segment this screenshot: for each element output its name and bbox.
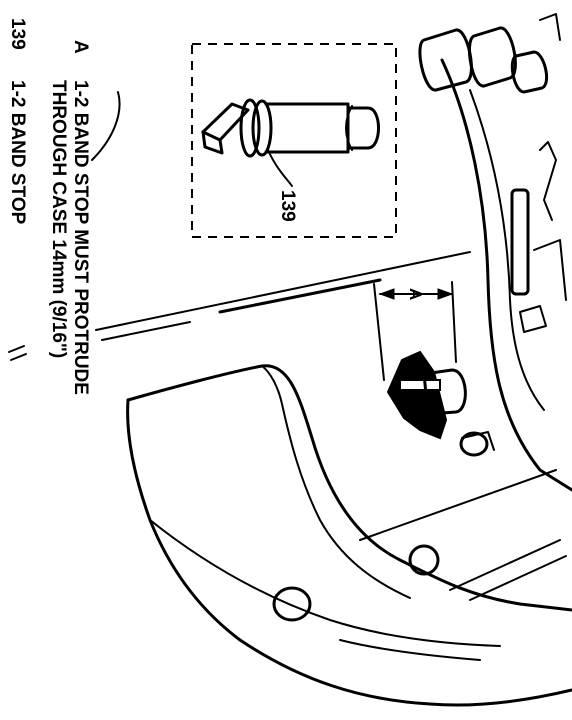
detail-inset: 139 [191,43,397,238]
legend: 139 1-2 BAND STOP A 1-2 BAND STOP MUST P… [7,18,91,395]
band-stop-part-icon [201,98,380,158]
legend-text-139: 1-2 BAND STOP [7,80,28,225]
legend-leader-line [91,91,121,161]
part-number-leader [267,149,293,187]
transmission-case: A [95,13,572,707]
installed-band-stop-icon [386,350,467,440]
dimension-label: A [406,288,425,300]
protrusion-dimension: A [373,281,457,381]
detail-inset-border [191,43,397,238]
legend-text-a-line1: 1-2 BAND STOP MUST PROTRUDE [70,80,91,395]
part-number-label: 139 [277,190,298,222]
servo-plugs-icon [418,13,561,94]
case-bolt-hole-right [408,544,440,576]
legend-key-139: 139 [7,18,28,50]
break-mark [8,345,27,361]
legend-key-a: A [70,40,91,54]
case-boss-hole [459,431,489,457]
legend-text-a-line2: THROUGH CASE 14mm (9/16") [48,80,69,358]
case-slot [510,188,530,296]
case-bolt-hole-left [272,586,312,622]
